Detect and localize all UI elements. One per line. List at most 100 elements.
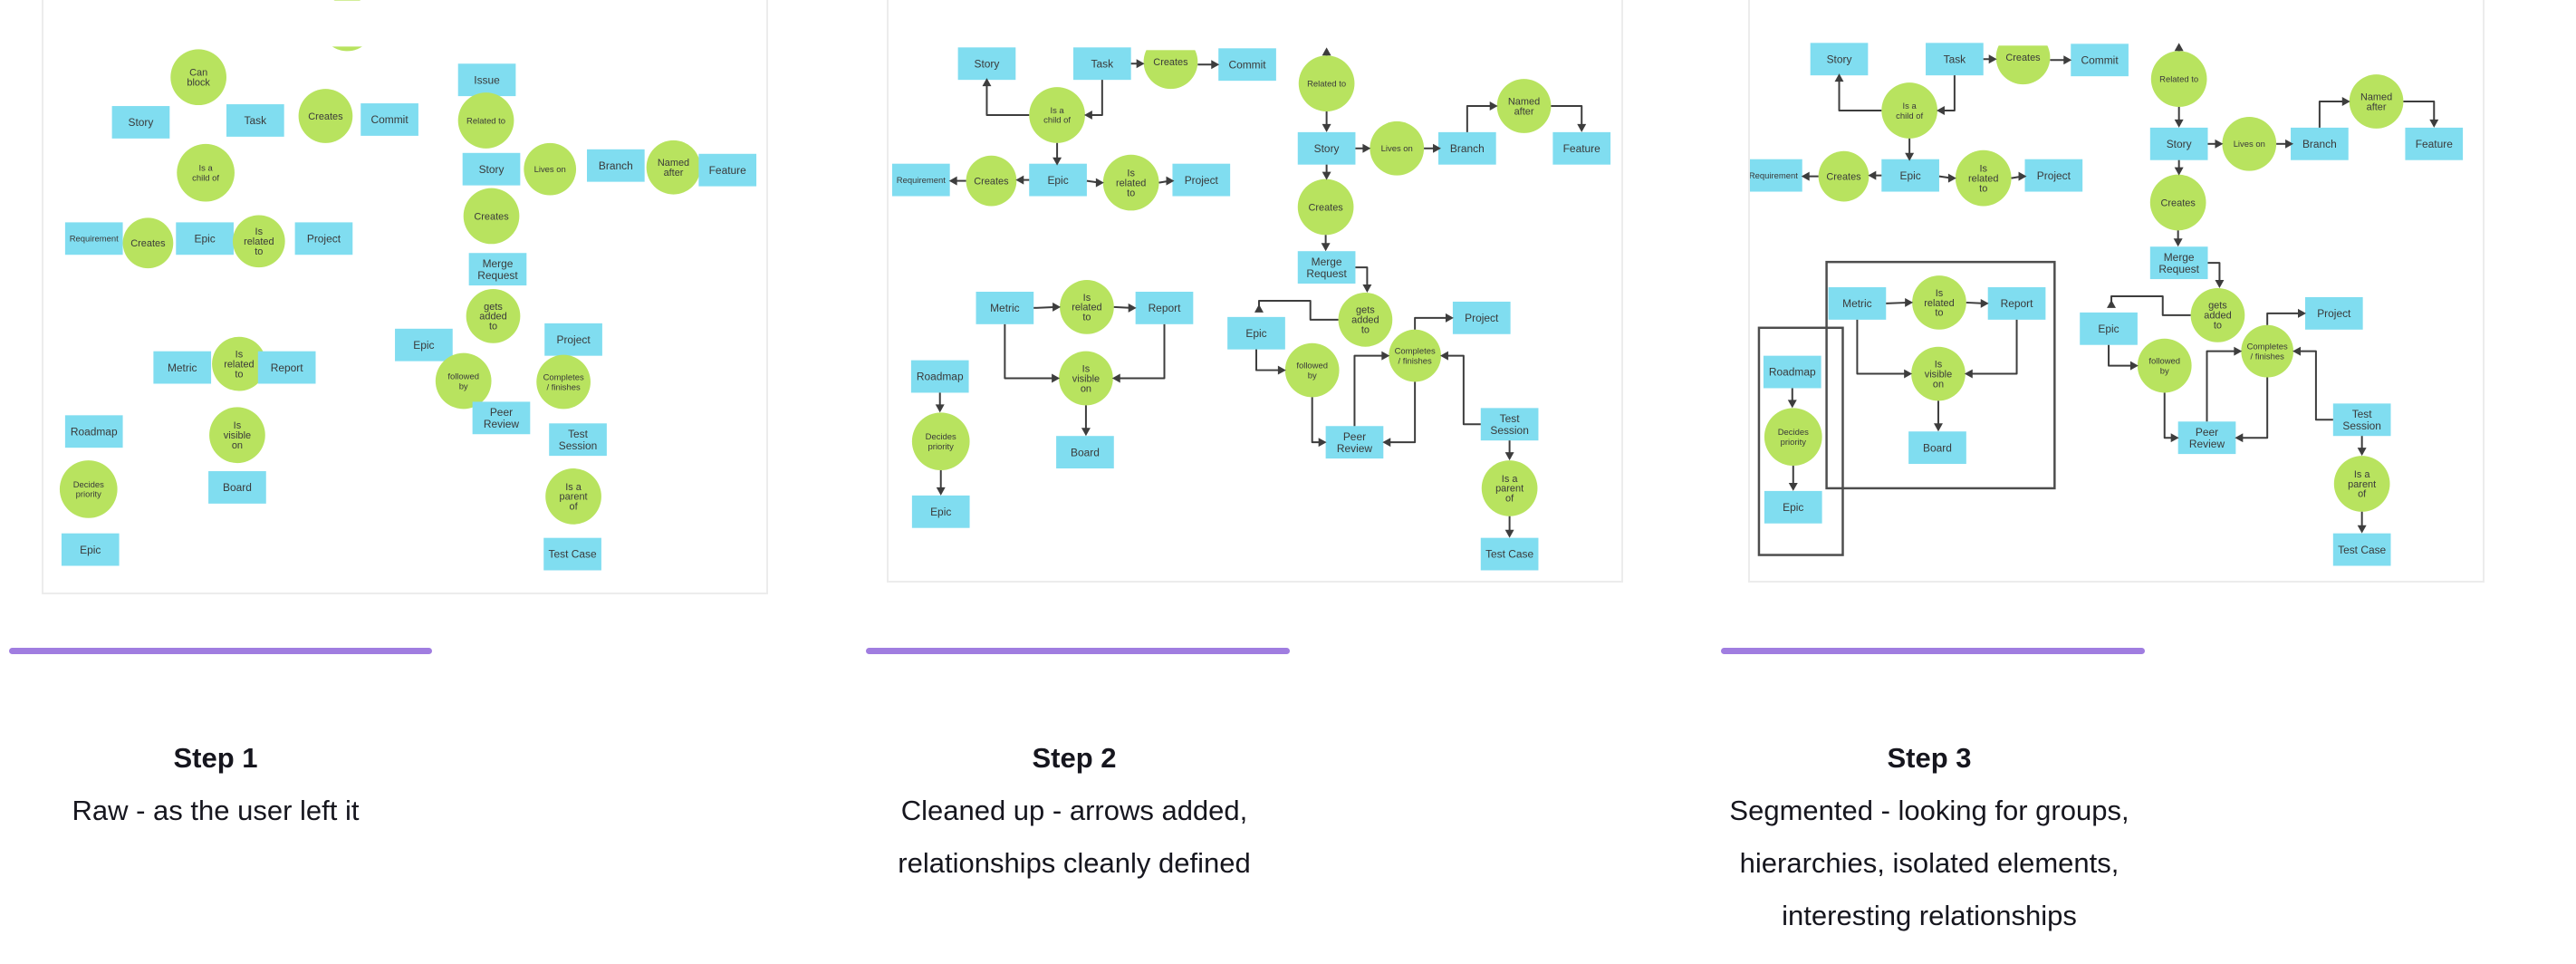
- label-line: Is: [1127, 168, 1135, 178]
- arrowhead-right: [1904, 369, 1913, 379]
- arrowhead-down: [2174, 167, 2184, 176]
- node-label-epic: Epic: [1900, 169, 1921, 182]
- label-line: Test: [568, 428, 589, 440]
- label-line: Epic: [2098, 323, 2119, 335]
- label-line: by: [2160, 366, 2169, 376]
- arrowhead-down: [1905, 152, 1915, 161]
- label-line: on: [1081, 383, 1091, 394]
- label-line: Board: [1923, 441, 1952, 454]
- label-line: on: [1933, 379, 1944, 390]
- node-label-story: Story: [1314, 142, 1340, 155]
- label-line: Completes: [2247, 342, 2288, 352]
- label-line: Request: [477, 269, 518, 282]
- connector-arrow: [1838, 78, 1882, 111]
- arrowhead-left: [1801, 171, 1810, 181]
- entity-node-task: [226, 104, 284, 137]
- entity-node-task: [1072, 47, 1131, 81]
- label-line: Task: [245, 114, 267, 127]
- arrowhead-up: [1322, 47, 1331, 56]
- entity-node-roadmap: [910, 360, 969, 393]
- label-line: Epic: [1245, 327, 1266, 340]
- entity-node-epic: [1881, 159, 1939, 192]
- label-line: Named: [658, 158, 689, 169]
- node-label-board: Board: [1071, 446, 1100, 458]
- label-line: Board: [1071, 446, 1100, 458]
- label-line: Metric: [990, 302, 1020, 314]
- node-label-story: Story: [479, 163, 505, 176]
- label-line: Requirement: [70, 235, 119, 245]
- arrowhead-up: [2174, 43, 2184, 52]
- connector-arrow: [2108, 344, 2134, 367]
- entity-node-merge-request: [468, 253, 527, 286]
- label-line: priority: [76, 490, 102, 500]
- label-line: Epic: [80, 544, 101, 556]
- entity-node-report: [1987, 287, 2046, 320]
- node-label-issue: Issue: [474, 73, 500, 86]
- entity-node-epic: [61, 533, 120, 566]
- relation-node-lives-on: [1370, 120, 1425, 176]
- label-line: Commit: [371, 113, 409, 126]
- entity-node-story: [111, 106, 170, 139]
- relation-node-followed-by: [1284, 342, 1340, 398]
- entity-node-project: [544, 323, 602, 356]
- entity-node-commit: [1218, 48, 1276, 82]
- label-line: Is: [255, 227, 264, 237]
- label-line: of: [2358, 489, 2367, 500]
- entity-node-board: [1056, 436, 1114, 469]
- label-line: / finishes: [1399, 356, 1433, 366]
- entity-node-epic: [395, 328, 453, 362]
- label-line: Lives on: [2234, 140, 2265, 149]
- node-label-requirement: Requirement: [70, 235, 119, 245]
- relation-node-related-to: [457, 92, 514, 149]
- relation-node-lives-on: [524, 142, 577, 196]
- node-label-related-to: Related to: [466, 116, 505, 126]
- node-label-feature: Feature: [2416, 138, 2454, 150]
- arrowhead-down: [2174, 119, 2184, 128]
- label-line: Is: [1935, 359, 1943, 370]
- label-line: Is: [1979, 163, 1987, 174]
- label-line: visible: [1925, 369, 1952, 380]
- label-line: Completes: [1395, 346, 1436, 356]
- relation-node-is-visible-on: [209, 407, 265, 464]
- label-line: after: [1514, 106, 1534, 117]
- label-line: Report: [2001, 297, 2034, 310]
- step2-caption: Step 2 Cleaned up - arrows added, relati…: [757, 732, 1391, 890]
- entity-node-story: [957, 47, 1016, 81]
- label-line: Related to: [1307, 79, 1346, 89]
- label-line: Related to: [466, 116, 505, 126]
- relation-node-is-related-to: [1912, 275, 1966, 330]
- entity-node-test-session: [2332, 403, 2391, 437]
- relation-node-creates: [966, 155, 1017, 207]
- node-label-report: Report: [2001, 297, 2034, 310]
- label-line: Decides: [73, 480, 104, 490]
- arrowhead-left: [1964, 369, 1973, 379]
- arrowhead-right: [1988, 54, 1997, 64]
- label-line: to: [1361, 325, 1370, 336]
- entity-node-project: [294, 222, 353, 255]
- arrowhead-down: [936, 487, 946, 496]
- label-line: Project: [556, 333, 591, 346]
- label-line: Test Case: [549, 548, 597, 561]
- label-line: parent: [560, 492, 588, 503]
- arrowhead-down: [1787, 400, 1797, 409]
- node-label-commit: Commit: [1228, 58, 1266, 71]
- connector-arrow: [1968, 319, 2018, 375]
- connector-arrow: [1886, 301, 1909, 304]
- node-label-epic: Epic: [413, 339, 434, 352]
- label-line: related: [1116, 178, 1146, 188]
- segment-group-outline: [1825, 260, 2056, 490]
- node-label-commit: Commit: [371, 113, 409, 126]
- relation-node-is-visible-on: [1911, 346, 1966, 401]
- connector-arrow: [1116, 323, 1166, 380]
